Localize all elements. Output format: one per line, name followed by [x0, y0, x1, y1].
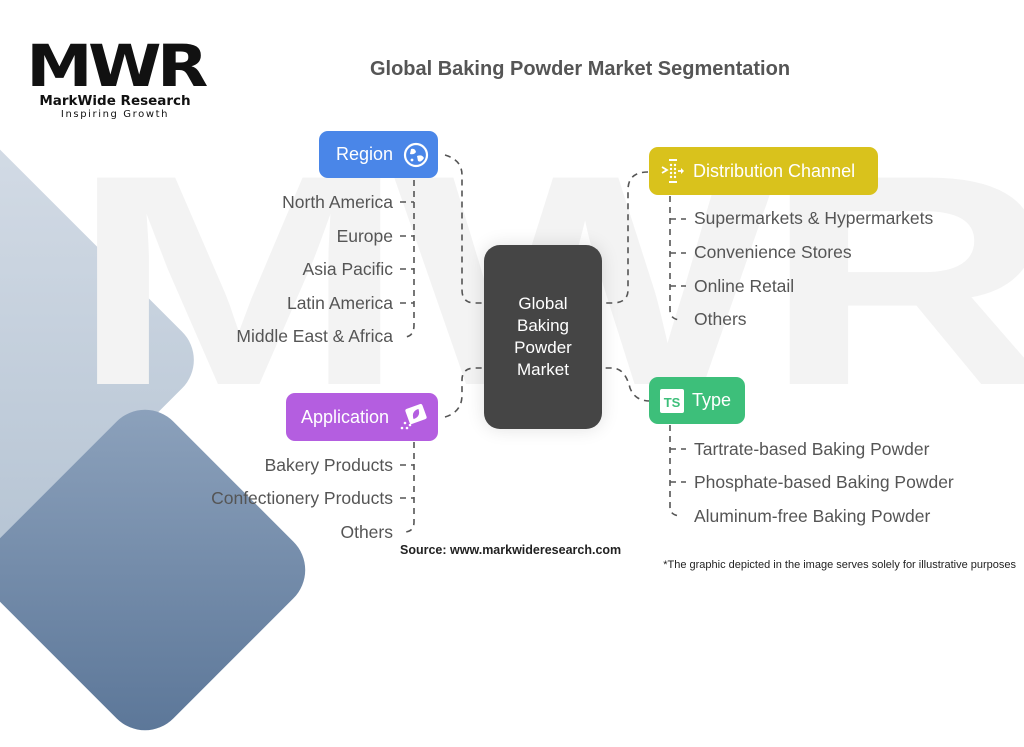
- segment-type[interactable]: TS Type: [649, 377, 745, 424]
- disclaimer-note: *The graphic depicted in the image serve…: [663, 559, 1016, 571]
- center-line-2: Baking: [517, 316, 569, 335]
- region-item: North America: [282, 192, 393, 212]
- logo-name: MarkWide Research: [39, 93, 191, 109]
- region-item: Europe: [336, 226, 393, 246]
- application-item: Others: [340, 522, 393, 542]
- segment-type-label: Type: [692, 390, 732, 410]
- region-item: Asia Pacific: [302, 259, 393, 279]
- logo-mark: MWR: [26, 32, 208, 100]
- source-note: Source: www.markwideresearch.com: [400, 543, 622, 557]
- distribution-item: Convenience Stores: [694, 242, 852, 262]
- center-line-4: Market: [517, 360, 569, 379]
- page-title: Global Baking Powder Market Segmentation: [369, 58, 791, 80]
- brand-logo: MWR MarkWide Research Inspiring Growth: [26, 36, 208, 121]
- type-item: Aluminum-free Baking Powder: [694, 506, 931, 526]
- type-item: Phosphate-based Baking Powder: [694, 472, 954, 492]
- segment-application-label: Application: [301, 406, 390, 427]
- center-line-3: Powder: [514, 338, 572, 357]
- application-item: Bakery Products: [264, 455, 393, 475]
- region-item: Latin America: [286, 293, 393, 313]
- distribution-item: Online Retail: [694, 276, 795, 296]
- segment-application[interactable]: Application: [286, 393, 438, 441]
- application-item: Confectionery Products: [211, 488, 393, 508]
- connector-lines: [400, 154, 686, 533]
- segment-region-label: Region: [336, 144, 394, 164]
- logo-tagline: Inspiring Growth: [60, 109, 170, 120]
- ts-icon: TS: [660, 388, 684, 413]
- center-line-1: Global: [518, 294, 568, 313]
- distribution-item: Supermarkets & Hypermarkets: [694, 208, 934, 228]
- distribution-icon: [661, 159, 684, 183]
- center-node[interactable]: Global Baking Powder Market: [484, 245, 602, 429]
- globe-icon: [403, 142, 429, 167]
- seed-packet-icon: [400, 403, 427, 430]
- type-item: Tartrate-based Baking Powder: [694, 439, 930, 459]
- segment-region[interactable]: Region: [319, 131, 438, 178]
- segment-distribution-channel-label: Distribution Channel: [693, 160, 856, 181]
- segment-distribution-channel[interactable]: Distribution Channel: [649, 147, 878, 195]
- region-item: Middle East & Africa: [236, 326, 393, 346]
- distribution-item: Others: [694, 309, 747, 329]
